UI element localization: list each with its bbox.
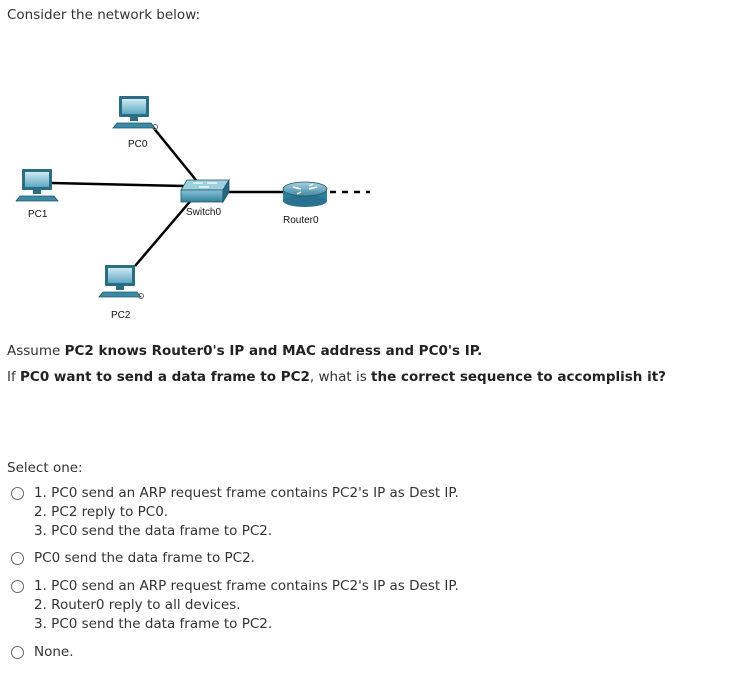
answer-option-1[interactable]: 1. PC0 send an ARP request frame contain… xyxy=(11,484,459,541)
question-line-2: If PC0 want to send a data frame to PC2,… xyxy=(7,369,667,385)
radio-button[interactable] xyxy=(11,552,24,565)
answer-option-3[interactable]: 1. PC0 send an ARP request frame contain… xyxy=(11,577,459,634)
switch0-label: Switch0 xyxy=(186,207,221,218)
router0-label: Router0 xyxy=(283,215,319,226)
router0-icon xyxy=(282,181,328,207)
link-pc0-switch xyxy=(151,125,201,186)
pc2-label: PC2 xyxy=(111,310,131,321)
link-pc1-switch xyxy=(51,181,185,188)
answer-option-2[interactable]: PC0 send the data frame to PC2. xyxy=(11,549,255,568)
pc1-label: PC1 xyxy=(28,209,48,220)
question-line-1: Assume PC2 knows Router0's IP and MAC ad… xyxy=(7,343,483,359)
question-prompt: Consider the network below: xyxy=(7,7,201,23)
pc1-icon xyxy=(15,169,59,202)
network-diagram: PC0 PC1 PC2 Switch0 Router0 xyxy=(15,96,370,321)
radio-button[interactable] xyxy=(11,487,24,500)
pc0-label: PC0 xyxy=(128,139,148,150)
answer-option-4[interactable]: None. xyxy=(11,643,74,662)
pc2-icon xyxy=(98,265,144,299)
link-pc2-switch xyxy=(134,197,194,267)
radio-button[interactable] xyxy=(11,580,24,593)
switch0-icon xyxy=(180,178,230,204)
radio-button[interactable] xyxy=(11,646,24,659)
select-one-label: Select one: xyxy=(7,460,83,476)
pc0-icon xyxy=(112,96,158,130)
